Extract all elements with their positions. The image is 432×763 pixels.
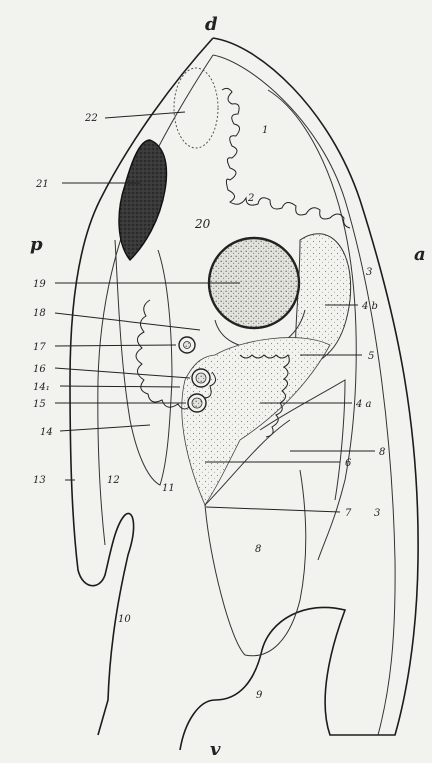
label-1: 1 xyxy=(262,125,268,136)
label-8-right: 8 xyxy=(379,447,385,458)
label-16: 16 xyxy=(33,364,46,375)
label-3-bottom: 3 xyxy=(374,508,380,519)
label-posterior: p xyxy=(30,234,43,255)
label-9: 9 xyxy=(256,690,263,701)
label-18: 18 xyxy=(33,308,46,319)
coiled-organ xyxy=(222,88,350,228)
label-17: 17 xyxy=(33,342,46,353)
label-dorsal: d xyxy=(205,14,218,35)
label-22: 22 xyxy=(84,113,98,124)
label-2: 2 xyxy=(247,193,254,204)
tube-17-inner xyxy=(184,342,191,349)
label-anterior: a xyxy=(414,244,426,265)
label-5: 5 xyxy=(368,351,374,362)
label-8-center: 8 xyxy=(255,544,261,555)
lower-bulb-8 xyxy=(205,470,306,656)
oval-22 xyxy=(174,68,218,148)
label-13: 13 xyxy=(33,475,46,486)
label-20: 20 xyxy=(194,217,211,231)
label-3-top: 3 xyxy=(366,267,372,278)
tube-15-inner xyxy=(192,398,202,408)
label-14: 14 xyxy=(40,427,53,438)
label-21: 21 xyxy=(35,179,49,190)
label-14i: 14₁ xyxy=(33,382,50,393)
posterior-canal xyxy=(115,240,172,485)
label-4a: 4 a xyxy=(355,399,372,410)
stippled-viscera xyxy=(182,338,330,505)
label-6: 6 xyxy=(345,458,352,469)
label-10: 10 xyxy=(118,614,131,625)
label-15: 15 xyxy=(33,399,46,410)
label-19: 19 xyxy=(33,279,46,290)
label-7: 7 xyxy=(345,508,352,519)
label-4b: 4 b xyxy=(361,301,378,312)
tube-16-inner xyxy=(196,373,206,383)
dark-organ-21 xyxy=(119,140,167,260)
label-ventral: v xyxy=(210,739,221,760)
label-12: 12 xyxy=(107,475,120,486)
label-11: 11 xyxy=(162,483,175,494)
